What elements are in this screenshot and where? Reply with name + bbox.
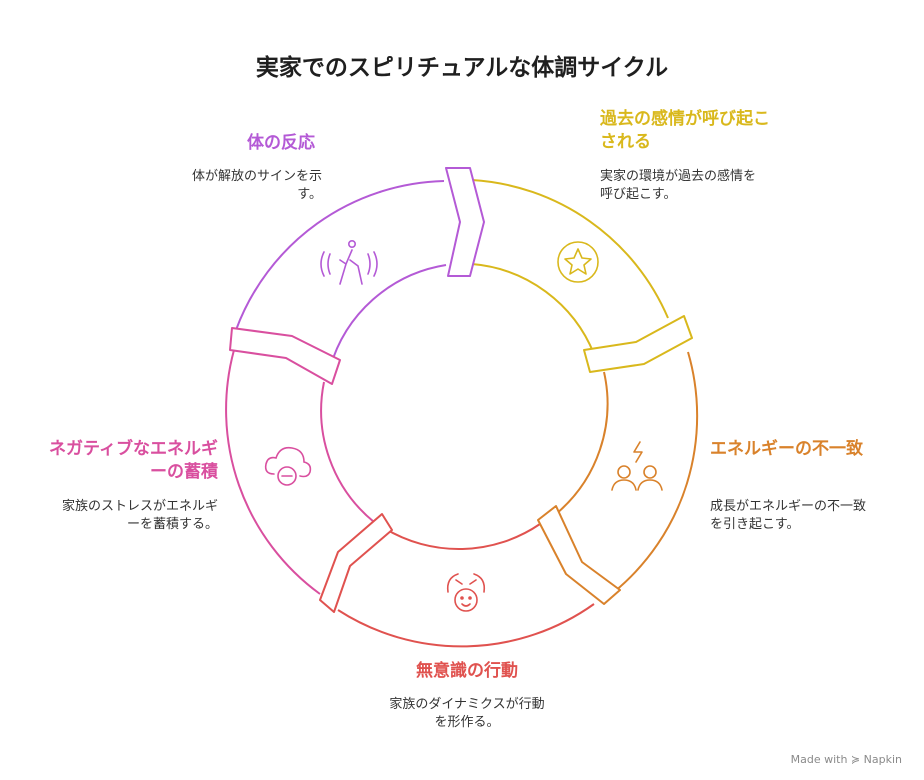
- stage-title-unconscious-action: 無意識の行動: [416, 661, 518, 681]
- stage-desc-past-emotions: 実家の環境が過去の感情を呼び起こす。: [600, 169, 757, 202]
- ring-segment-unconscious-action-inner: [383, 523, 541, 551]
- stage-title-energy-imbalance: エネルギーの不一致: [710, 439, 863, 459]
- stage-title-past-emotions: 過去の感情が呼び起こされる: [600, 109, 770, 152]
- star-circle-icon: [557, 241, 599, 283]
- ring-segment-negative-energy: [225, 349, 321, 595]
- connector-yellow-to-orange: [583, 315, 693, 373]
- ring-segment-past-emotions: [471, 179, 669, 319]
- stage-title-body-reaction: 体の反応: [247, 133, 315, 153]
- ring-segment-past-emotions-inner: [471, 263, 595, 355]
- connector-purple-to-yellow: [445, 167, 485, 277]
- diagram-title: 実家でのスピリチュアルな体調サイクル: [255, 55, 669, 81]
- ring-segment-unconscious-action: [337, 603, 595, 648]
- ring-segment-body-reaction: [235, 180, 445, 331]
- face-with-hands-icon: [446, 573, 486, 612]
- ring-segment-body-reaction-inner: [329, 264, 447, 369]
- ring-segment-energy-imbalance-inner: [555, 371, 609, 515]
- stage-title-negative-energy: ネガティブなエネルギーの蓄積: [49, 439, 218, 482]
- cloud-minus-icon: [264, 446, 312, 486]
- person-walking-with-waves-icon: [320, 240, 378, 285]
- napkin-watermark: Made with ≽ Napkin: [790, 753, 902, 766]
- stage-desc-body-reaction: 体が解放のサインを示す。: [191, 169, 322, 202]
- connector-red-to-pink: [319, 513, 393, 613]
- stage-desc-unconscious-action: 家族のダイナミクスが行動を形作る。: [389, 697, 545, 730]
- ring-segment-energy-imbalance: [613, 351, 699, 593]
- stage-desc-negative-energy: 家族のストレスがエネルギーを蓄積する。: [61, 499, 218, 532]
- connector-orange-to-red: [537, 505, 621, 605]
- ring-segment-negative-energy-inner: [320, 381, 375, 523]
- connector-pink-to-purple: [229, 327, 341, 385]
- stage-desc-energy-imbalance: 成長がエネルギーの不一致を引き起こす。: [710, 499, 867, 532]
- two-people-lightning-icon: [611, 441, 663, 491]
